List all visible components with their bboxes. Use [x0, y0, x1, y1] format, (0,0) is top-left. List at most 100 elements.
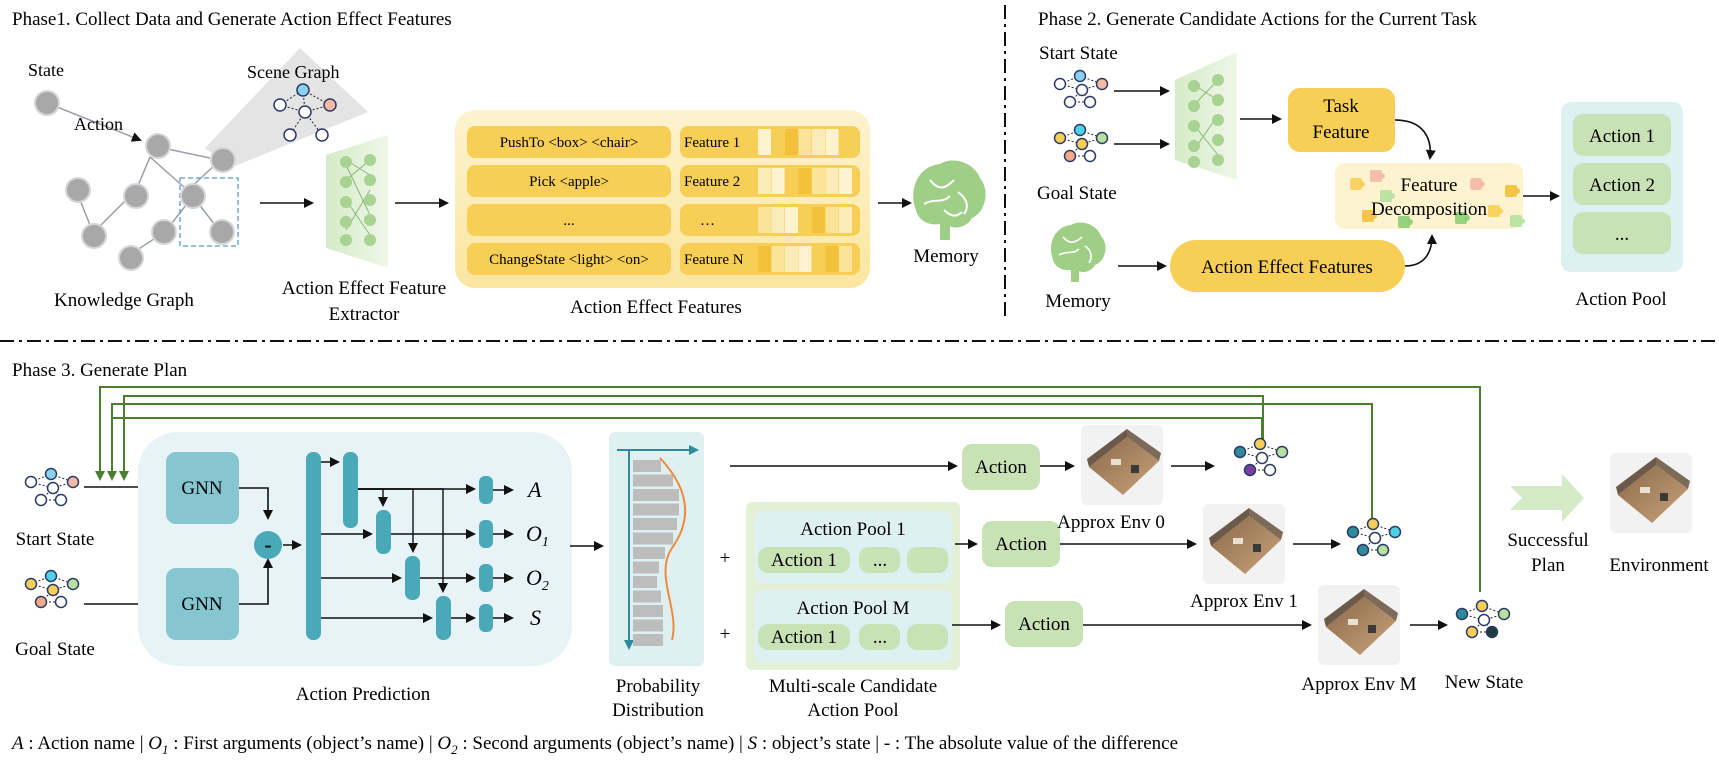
out-a: A: [526, 477, 542, 502]
feature-row-3-action: ...: [563, 213, 574, 229]
multi-label-2: Action Pool: [807, 700, 898, 721]
action-0-label: Action: [975, 457, 1027, 478]
poolM-action1: Action 1: [771, 627, 837, 648]
pool-item-1-label: Action 1: [1589, 126, 1655, 147]
action-m-label: Action: [1018, 614, 1070, 635]
envM-thumbnail: [1318, 585, 1400, 665]
action-box-0: [962, 444, 1040, 490]
pool-item-2-label: Action 2: [1589, 175, 1655, 196]
action-prediction-label: Action Prediction: [296, 684, 431, 705]
phase3-title: Phase 3. Generate Plan: [12, 360, 188, 381]
pool-item-3: [1573, 212, 1671, 254]
new-state-label: New State: [1445, 672, 1524, 693]
p2-extractor: [1175, 52, 1237, 180]
out-o2: O2: [526, 565, 549, 594]
pool1-action1: Action 1: [771, 550, 837, 571]
memory-label-2: Memory: [1045, 291, 1111, 312]
feature-heatmap: [758, 129, 852, 272]
envM-label: Approx Env M: [1301, 674, 1416, 695]
task-feature-label-2: Feature: [1313, 122, 1370, 143]
env1-thumbnail: [1203, 504, 1285, 584]
out-s: S: [530, 605, 541, 630]
feedback-loops: [95, 386, 1481, 592]
feature-row-2-name: Feature 2: [684, 174, 740, 190]
poolM-dots: ...: [873, 627, 887, 648]
arrow-effects-to-decomp: [1404, 234, 1437, 267]
minus-label: -: [264, 532, 271, 557]
action-box-m: [1005, 601, 1083, 647]
task-feature-box: [1288, 88, 1395, 152]
gnn-label-2: GNN: [181, 594, 222, 615]
plus-1: +: [720, 548, 731, 569]
pred-bar-o2: [405, 556, 420, 600]
p2-state-graphs: [1053, 69, 1109, 163]
minus-node: [254, 531, 282, 559]
successful-label-1: Successful: [1507, 530, 1588, 551]
arrow-task-to-decomp: [1394, 119, 1436, 160]
action-prediction-panel: [138, 432, 572, 666]
brain-icon-2: [1051, 222, 1106, 282]
extractor-label-2: Extractor: [329, 304, 400, 325]
knowledge-graph: [34, 48, 368, 271]
feature-row-3-name: …: [700, 213, 715, 229]
task-feature-label-1: Task: [1323, 96, 1359, 117]
extractor-label-1: Action Effect Feature: [282, 278, 446, 299]
successful-arrow: [1510, 474, 1584, 522]
feature-row-2-action: Pick <apple>: [529, 174, 609, 190]
effect-features-label: Action Effect Features: [1201, 257, 1373, 278]
pool-item-3-label: ...: [1615, 224, 1629, 245]
phase1-title: Phase1. Collect Data and Generate Action…: [12, 9, 452, 30]
env0-label: Approx Env 0: [1057, 512, 1165, 533]
knowledge-graph-label: Knowledge Graph: [54, 290, 194, 311]
feature-extractor: [326, 135, 388, 268]
environment-thumbnail: [1610, 453, 1692, 533]
state-label: State: [28, 60, 64, 80]
scene-graph-label: Scene Graph: [247, 62, 339, 82]
action-box-1: [982, 521, 1060, 567]
feature-row-1-name: Feature 1: [684, 135, 740, 151]
gnn-label-1: GNN: [181, 478, 222, 499]
p3-state-graphs: [24, 437, 1511, 639]
pred-bar-o1: [376, 510, 391, 554]
multi-label-1: Multi-scale Candidate: [769, 676, 937, 697]
features-label: Action Effect Features: [570, 297, 742, 318]
plus-2: +: [720, 624, 731, 645]
feature-decomposition: [1335, 163, 1525, 229]
pool1-dots: ...: [873, 550, 887, 571]
env1-label: Approx Env 1: [1190, 591, 1298, 612]
p3-start-state: Start State: [16, 529, 95, 550]
gnn-box-2: [166, 568, 239, 640]
environment-label: Environment: [1609, 555, 1709, 576]
feature-row-1-action: PushTo <box> <chair>: [500, 135, 639, 151]
action-label: Action: [74, 114, 123, 134]
prob-label-2: Distribution: [612, 700, 704, 721]
action-1-label: Action: [995, 534, 1047, 555]
poolM-title: Action Pool M: [797, 598, 910, 619]
env0-thumbnail: [1081, 425, 1163, 505]
pred-bar-s: [436, 596, 451, 640]
successful-label-2: Plan: [1531, 555, 1565, 576]
legend: A : Action name | O1 : First arguments (…: [10, 733, 1178, 757]
phase2-title: Phase 2. Generate Candidate Actions for …: [1038, 9, 1477, 30]
gnn-box-1: [166, 452, 239, 524]
pred-bar-a: [343, 452, 358, 528]
pred-bar-main: [306, 452, 321, 640]
decomposition-label-2: Decomposition: [1371, 199, 1488, 220]
brain-icon: [913, 160, 986, 240]
pool-item-2: [1573, 163, 1671, 205]
decomposition-label-1: Feature: [1401, 175, 1458, 196]
prob-curve: [659, 457, 687, 641]
out-o1: O1: [526, 521, 549, 550]
effect-features-box: [1170, 240, 1405, 292]
prob-bars: [633, 460, 679, 646]
feature-row-4-action: ChangeState <light> <on>: [489, 252, 649, 268]
p3-goal-state: Goal State: [15, 639, 95, 660]
feature-row-4-name: Feature N: [684, 252, 744, 268]
action-pool-label: Action Pool: [1575, 289, 1666, 310]
memory-label-1: Memory: [913, 246, 979, 267]
pool1-title: Action Pool 1: [800, 519, 906, 540]
p2-goal-state: Goal State: [1037, 183, 1117, 204]
pool-item-1: [1573, 114, 1671, 156]
p2-start-state: Start State: [1039, 43, 1118, 64]
prob-label-1: Probability: [616, 676, 701, 697]
